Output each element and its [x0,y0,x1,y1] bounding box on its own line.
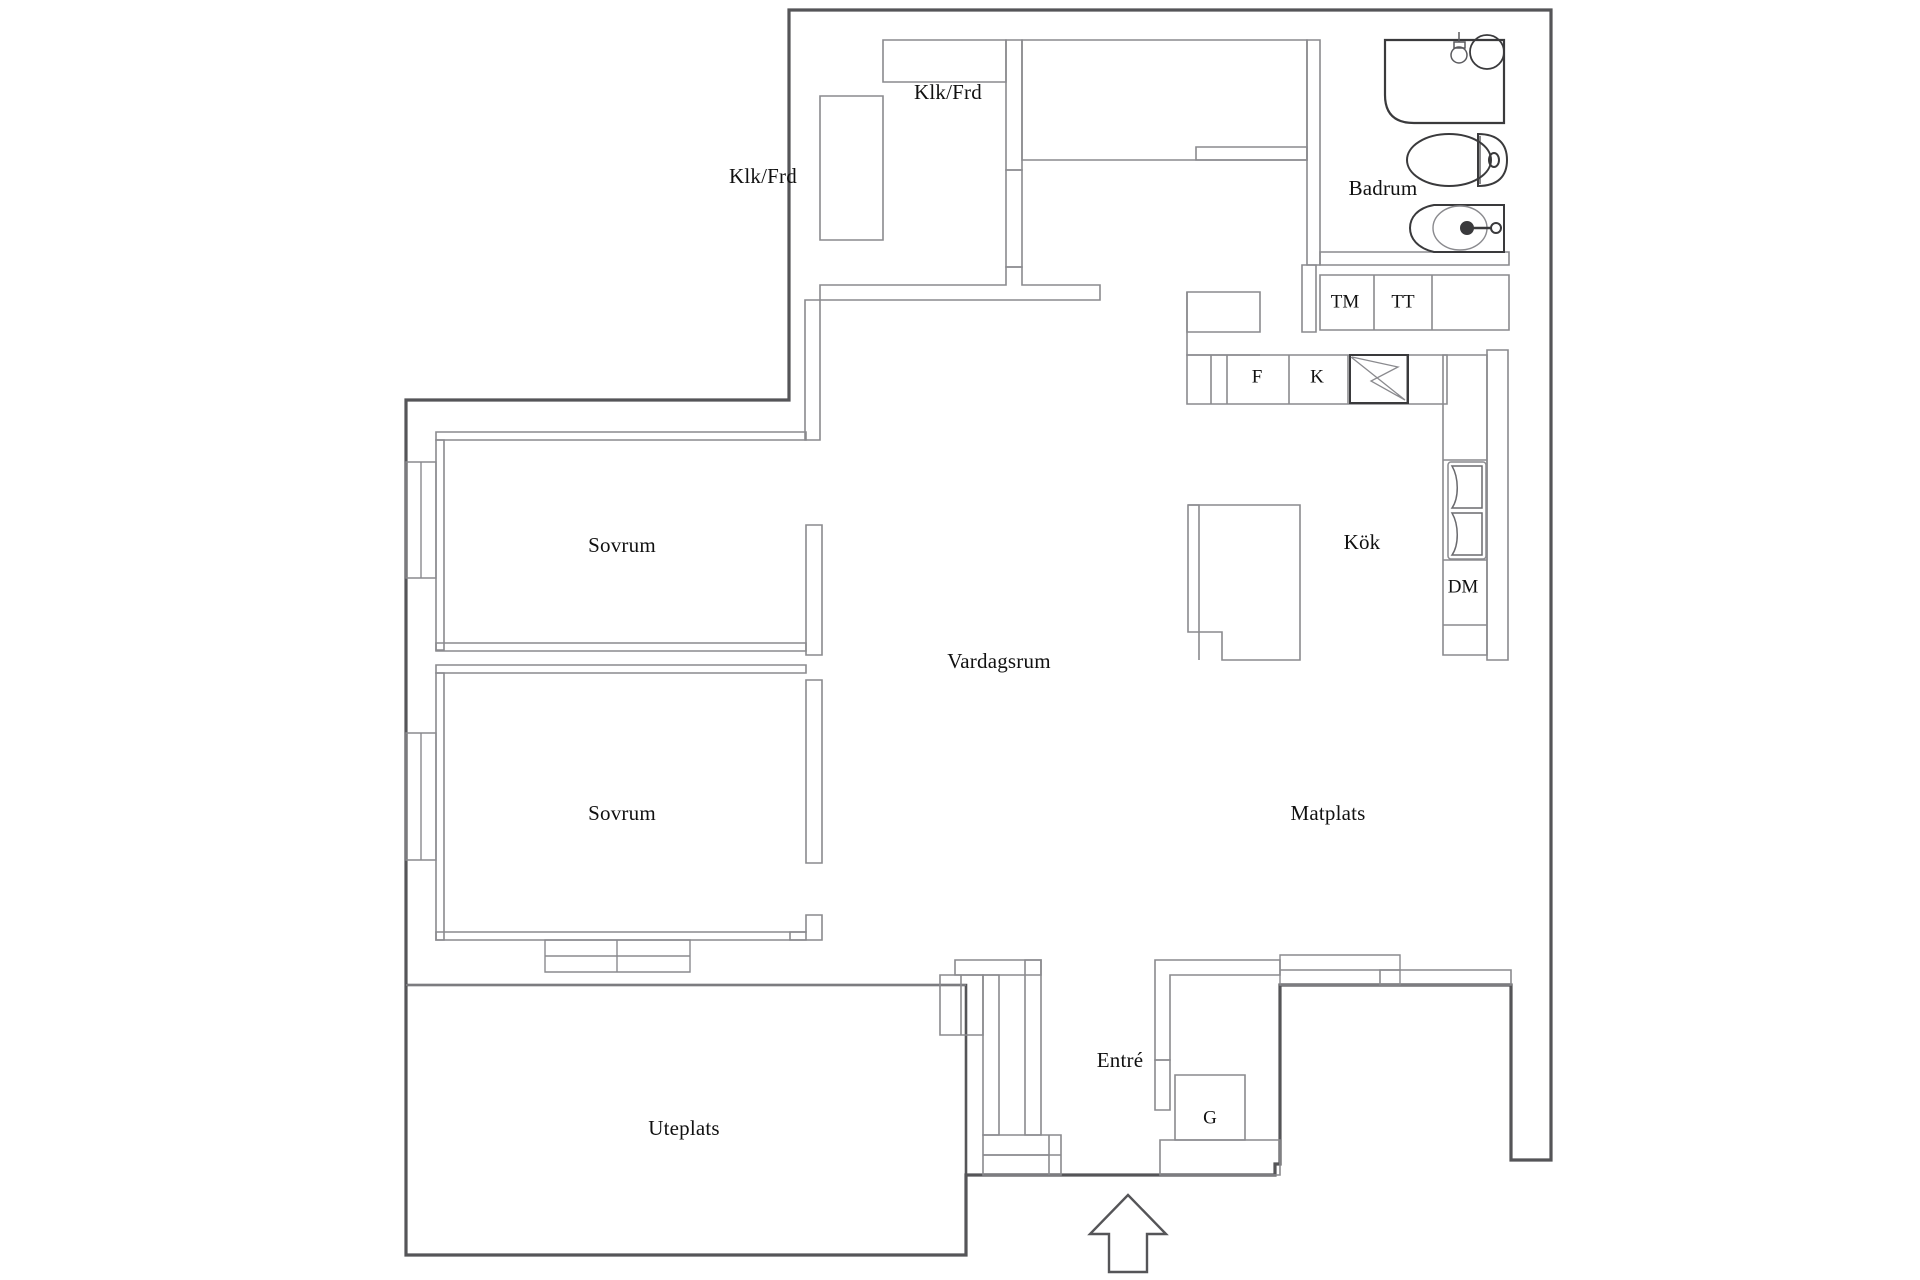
appliance-label-torktumlare: TT [1391,291,1415,312]
interior-walls [435,39,1512,1176]
room-label-sovrum-lower: Sovrum [588,801,656,825]
toilet-fixture [1406,132,1509,188]
room-label-vardagsrum: Vardagsrum [947,649,1050,673]
window-west-lower [405,732,437,861]
exterior-walls [404,8,1553,1257]
room-label-matplats: Matplats [1290,801,1365,825]
entrance-direction-arrow [1087,1193,1169,1274]
window-south-bedroom [544,939,691,973]
stove-hob-fixture [1349,354,1409,404]
room-label-klk-frd-right: Klk/Frd [914,80,982,104]
window-south-matplats [1279,954,1401,986]
windows [405,461,1401,1156]
room-label-klk-frd-left: Klk/Frd [729,164,797,188]
room-label-kok: Kök [1344,530,1381,554]
appliance-label-tvattmaskin: TM [1331,291,1360,312]
shower-fixture [1383,38,1506,125]
room-labels: Klk/Frd Klk/Frd Badrum Kök Vardagsrum So… [588,80,1417,1140]
washbasin-fixture [1408,204,1505,253]
window-west-upper [405,461,437,579]
appliance-label-garderob: G [1203,1107,1217,1128]
appliance-label-kyl: K [1310,366,1324,387]
appliance-labels: TM TT F K DM G [1203,291,1478,1128]
room-label-badrum: Badrum [1349,176,1418,200]
room-label-entre: Entré [1097,1048,1143,1072]
shower-head-icon [1450,32,1468,64]
appliance-label-frys: F [1252,366,1263,387]
room-label-uteplats: Uteplats [648,1116,720,1140]
appliance-label-diskmaskin: DM [1448,576,1479,597]
room-label-sovrum-upper: Sovrum [588,533,656,557]
kitchen-sink-fixture [1447,461,1487,560]
shower-drain-icon [1469,34,1505,70]
